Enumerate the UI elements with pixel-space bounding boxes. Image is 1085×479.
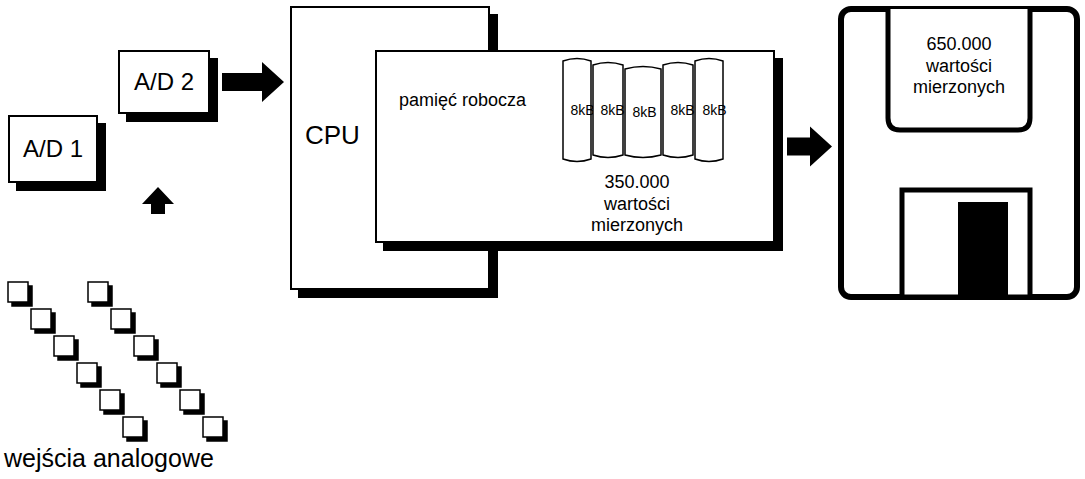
floppy-disk: 650.000 wartości mierzonych (838, 6, 1080, 300)
box-label: A/D 1 (23, 135, 83, 164)
buffer-segment: 8kB (624, 64, 665, 160)
converter-box: A/D 1 (8, 115, 98, 183)
buffer-segment: 8kB (694, 56, 735, 164)
up-arrow (142, 187, 174, 214)
converter-box: A/D 2 (118, 50, 210, 114)
input-chain (88, 282, 227, 441)
input-chain (8, 282, 147, 441)
box-heading: pamięć robocza (399, 90, 526, 112)
box-label: 8kB (600, 102, 624, 119)
box-label: 8kB (702, 102, 726, 119)
block-arrow (222, 62, 284, 102)
block-arrow (787, 127, 832, 167)
floppy-body (841, 9, 1077, 297)
floppy-window (958, 202, 1008, 297)
box-label: 8kB (632, 104, 656, 121)
memory-box: pamięć robocza 350.000 wartości mierzonyc… (375, 50, 775, 243)
floppy-label-area (888, 9, 1030, 130)
box-note: 350.000 wartości mierzonych (572, 172, 702, 237)
box-label: 8kB (670, 102, 694, 119)
box-label: A/D 2 (134, 68, 194, 97)
inputs-caption: wejścia analogowe (4, 444, 214, 473)
box-label: 8kB (570, 102, 594, 119)
floppy-shutter (902, 190, 1030, 297)
box-heading: CPU (305, 120, 360, 151)
segment-outline (625, 67, 661, 158)
box-heading: 650.000 wartości mierzonych (899, 34, 1019, 99)
